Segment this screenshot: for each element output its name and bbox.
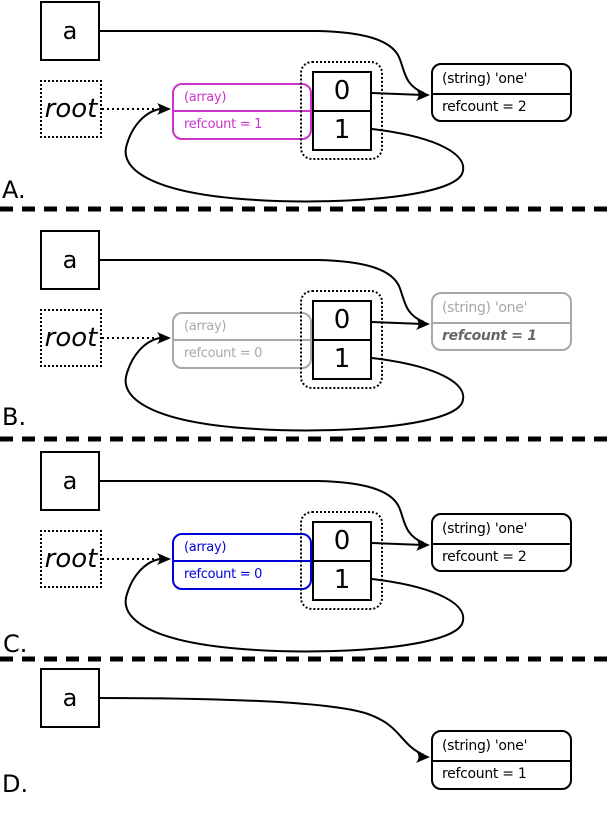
cell0-to-string-line	[371, 542, 425, 546]
root-box: root	[40, 530, 102, 588]
cell1-self-loop-arrow	[124, 558, 465, 653]
root-label: root	[44, 544, 98, 574]
cell0-to-string-line	[371, 92, 425, 96]
cell1-self-loop-arrow	[124, 337, 465, 432]
array-cells-outline	[300, 290, 383, 389]
array-cells-outline	[300, 61, 383, 160]
string-node: (string) 'one' refcount = 1	[431, 730, 572, 790]
string-node: (string) 'one' refcount = 2	[431, 513, 572, 572]
cell-1: 1	[333, 344, 351, 374]
root-label: root	[44, 94, 98, 124]
section-label-d: D.	[2, 770, 29, 798]
section-label-a: A.	[2, 176, 26, 204]
variable-label: a	[62, 467, 78, 495]
string-divider	[433, 93, 570, 95]
cell-0: 0	[333, 526, 351, 556]
array-cells-outline	[300, 511, 383, 610]
cell-1: 1	[333, 565, 351, 595]
root-label: root	[44, 323, 98, 353]
cells-divider	[314, 560, 370, 562]
array-refcount-label: refcount = 1	[184, 117, 263, 132]
string-refcount-label: refcount = 1	[442, 766, 527, 782]
cells-divider	[314, 110, 370, 112]
arrowhead-array	[157, 332, 171, 344]
string-refcount-label: refcount = 2	[442, 99, 527, 115]
string-refcount-label: refcount = 1	[442, 328, 537, 344]
a-to-string-arrow	[99, 259, 425, 323]
array-type-label: (array)	[184, 90, 227, 105]
variable-label: a	[62, 17, 78, 45]
variable-box-a: a	[40, 230, 100, 290]
arrowhead-string	[416, 89, 430, 101]
array-type-label: (array)	[184, 540, 227, 555]
string-divider	[433, 322, 570, 324]
array-refcount-label: refcount = 0	[184, 346, 263, 361]
variable-box-a: a	[40, 1, 100, 61]
a-to-string-arrow	[99, 480, 425, 544]
array-divider	[174, 560, 310, 562]
string-divider	[433, 543, 570, 545]
array-refcount-label: refcount = 0	[184, 567, 263, 582]
cell-0: 0	[333, 76, 351, 106]
arrowhead-string	[416, 318, 430, 330]
a-to-string-arrow	[99, 30, 425, 94]
section-label-c: C.	[3, 630, 28, 658]
array-node: (array) refcount = 1	[172, 83, 312, 140]
array-node: (array) refcount = 0	[172, 312, 312, 369]
string-type-label: (string) 'one'	[442, 738, 528, 754]
cell1-self-loop-arrow	[124, 108, 465, 203]
string-type-label: (string) 'one'	[442, 300, 528, 316]
array-cells: 0 1	[312, 300, 372, 380]
arrowhead-string	[416, 539, 430, 551]
variable-box-a: a	[40, 668, 100, 728]
cell0-to-string-line	[371, 321, 425, 325]
array-cells: 0 1	[312, 521, 372, 601]
string-refcount-label: refcount = 2	[442, 549, 527, 565]
string-node: (string) 'one' refcount = 2	[431, 63, 572, 122]
section-label-b: B.	[2, 403, 27, 431]
string-type-label: (string) 'one'	[442, 521, 528, 537]
cells-divider	[314, 339, 370, 341]
root-box: root	[40, 309, 102, 367]
root-box: root	[40, 80, 102, 138]
array-divider	[174, 339, 310, 341]
array-type-label: (array)	[184, 319, 227, 334]
variable-label: a	[62, 684, 78, 712]
array-cells: 0 1	[312, 71, 372, 151]
a-to-string-arrow	[98, 697, 425, 756]
arrowhead-string	[416, 751, 430, 763]
string-node: (string) 'one' refcount = 1	[431, 292, 572, 351]
string-type-label: (string) 'one'	[442, 71, 528, 87]
arrowhead-array	[157, 553, 171, 565]
array-node: (array) refcount = 0	[172, 533, 312, 590]
cell-1: 1	[333, 115, 351, 145]
variable-label: a	[62, 246, 78, 274]
variable-box-a: a	[40, 451, 100, 511]
string-divider	[433, 760, 570, 762]
cell-0: 0	[333, 305, 351, 335]
array-divider	[174, 110, 310, 112]
arrowhead-array	[157, 103, 171, 115]
